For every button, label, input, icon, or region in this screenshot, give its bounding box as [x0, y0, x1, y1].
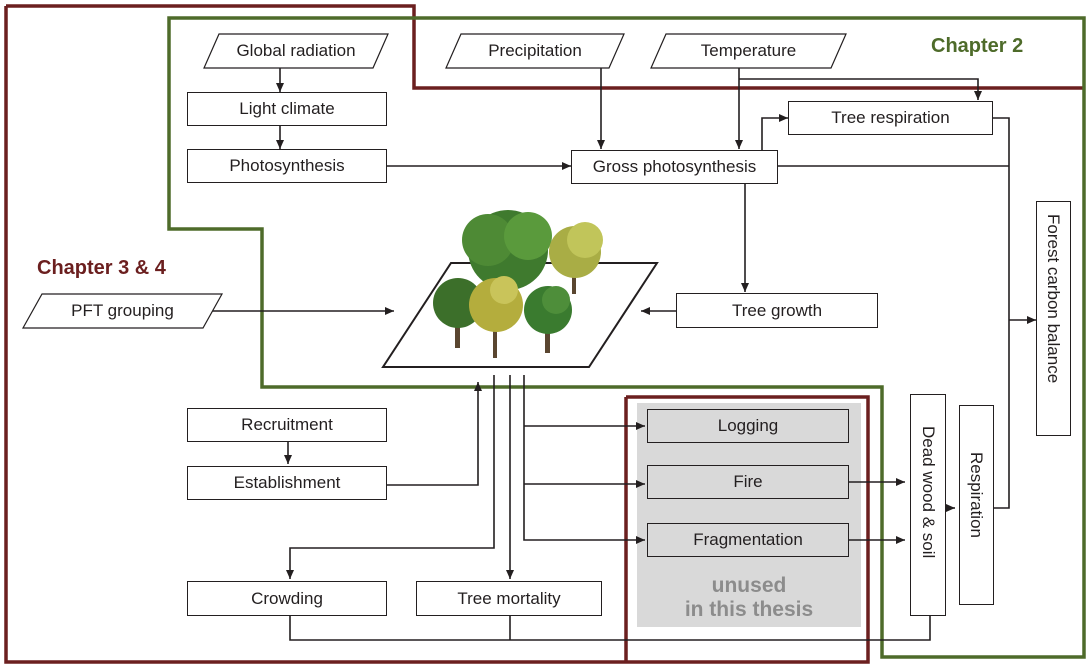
pft-parallelogram	[21, 293, 224, 329]
unused-line1: unused	[711, 574, 787, 597]
forest-carbon-balance-box	[1036, 201, 1071, 436]
fragmentation-box: Fragmentation	[647, 523, 849, 557]
gross-photosynthesis-box: Gross photosynthesis	[571, 150, 778, 184]
unused-note: unused in this thesis	[637, 574, 861, 622]
pft-grouping-label: PFT grouping	[71, 301, 174, 320]
global-radiation-label: Global radiation	[236, 41, 356, 60]
tree-mortality-box: Tree mortality	[416, 581, 602, 616]
precipitation-label: Precipitation	[488, 41, 582, 60]
chapter2-label: Chapter 2	[931, 35, 1024, 57]
crowding-box: Crowding	[187, 581, 387, 616]
forest-stand-icon	[433, 210, 603, 358]
photosynthesis-box: Photosynthesis	[187, 149, 387, 183]
dead-wood-soil-box	[910, 394, 946, 616]
light-climate-box: Light climate	[187, 92, 387, 126]
respiration-box	[959, 405, 994, 605]
logging-box: Logging	[647, 409, 849, 443]
chapter34-label: Chapter 3 & 4	[37, 257, 166, 279]
forest-carbon-balance-label: Forest carbon balance	[1044, 214, 1063, 384]
recruitment-box: Recruitment	[187, 408, 387, 442]
dead-wood-soil-label: Dead wood & soil	[919, 426, 938, 559]
tree-growth-box: Tree growth	[676, 293, 878, 328]
unused-line2: in this thesis	[684, 598, 814, 621]
fire-box: Fire	[647, 465, 849, 499]
temperature-label: Temperature	[700, 41, 797, 60]
respiration-label: Respiration	[967, 452, 986, 538]
tree-respiration-box: Tree respiration	[788, 101, 993, 135]
establishment-box: Establishment	[187, 466, 387, 500]
chapter34-border	[4, 4, 1084, 664]
chapter2-border	[167, 16, 1086, 659]
